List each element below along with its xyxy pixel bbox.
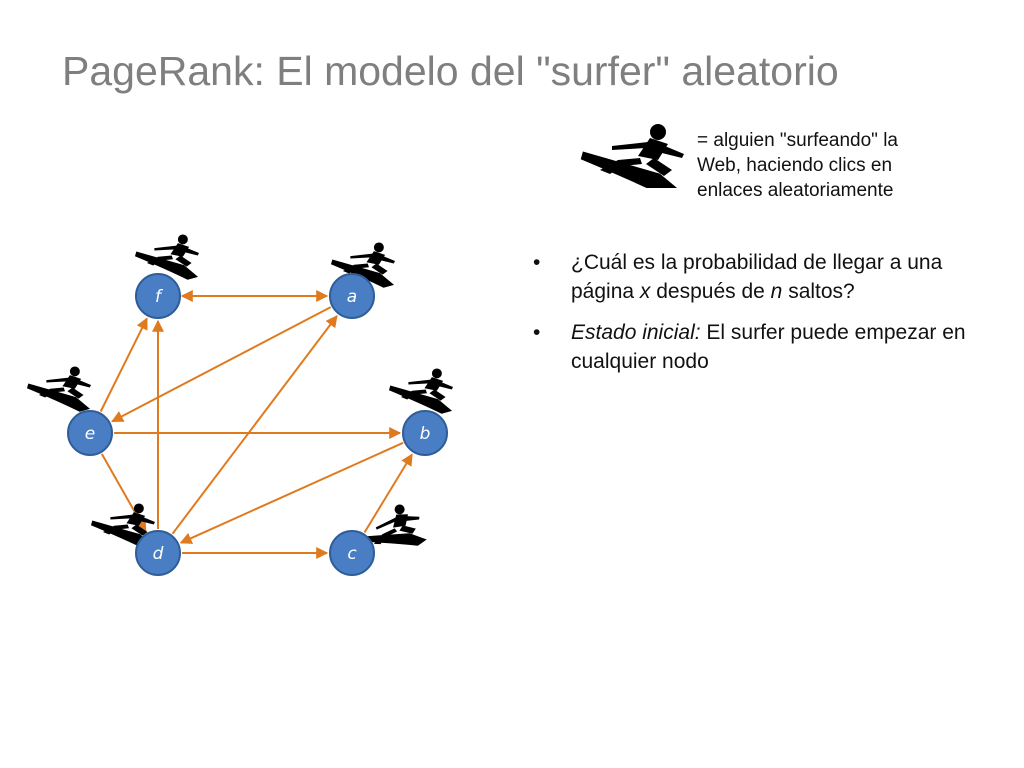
surfer-icon bbox=[388, 368, 453, 414]
legend-line: = alguien "surfeando" la bbox=[697, 130, 898, 151]
node-label-b: b bbox=[420, 424, 431, 444]
edge-a-e bbox=[111, 306, 332, 423]
legend-line: enlaces aleatoriamente bbox=[697, 180, 894, 201]
edge-b-d bbox=[179, 441, 404, 544]
bullet-emphasis: Estado inicial: bbox=[571, 321, 701, 344]
surfer-icon bbox=[134, 234, 199, 280]
bullet-text: saltos? bbox=[782, 280, 855, 303]
surfer-icon bbox=[330, 242, 395, 288]
node-label-a: a bbox=[347, 287, 357, 307]
bullet-text: El surfer puede empezar en cualquier nod… bbox=[571, 321, 966, 373]
edge-e-f bbox=[99, 317, 148, 412]
node-a bbox=[329, 273, 375, 319]
node-b bbox=[402, 410, 448, 456]
edge-c-b bbox=[363, 453, 413, 534]
bullet-var-x: x bbox=[639, 280, 651, 303]
node-e bbox=[67, 410, 113, 456]
node-label-c: c bbox=[347, 544, 357, 564]
surfer-icon bbox=[580, 124, 684, 188]
bullet-var-n: n bbox=[770, 280, 783, 303]
node-f bbox=[135, 273, 181, 319]
bullet-text: ¿Cuál es la probabilidad de llegar a una… bbox=[571, 251, 943, 303]
bullet-item-initial-state: Estado inicial: El surfer puede empezar … bbox=[533, 318, 993, 376]
page-title: PageRank: El modelo del "surfer" aleator… bbox=[62, 48, 839, 94]
bullet-list: ¿Cuál es la probabilidad de llegar a una… bbox=[533, 248, 993, 388]
node-label-d: d bbox=[153, 544, 164, 564]
bullet-item-question: ¿Cuál es la probabilidad de llegar a una… bbox=[533, 248, 993, 306]
surfer-icon bbox=[26, 366, 91, 412]
edge-d-a bbox=[171, 315, 338, 535]
surfer-icon bbox=[360, 504, 427, 546]
legend-line: Web, haciendo clics en bbox=[697, 155, 893, 176]
bullet-text: después de bbox=[650, 280, 771, 303]
node-c bbox=[329, 530, 375, 576]
legend-text: = alguien "surfeando" la Web, haciendo c… bbox=[697, 128, 997, 203]
node-d bbox=[135, 530, 181, 576]
node-label-e: e bbox=[85, 424, 95, 444]
node-label-f: f bbox=[155, 287, 164, 307]
